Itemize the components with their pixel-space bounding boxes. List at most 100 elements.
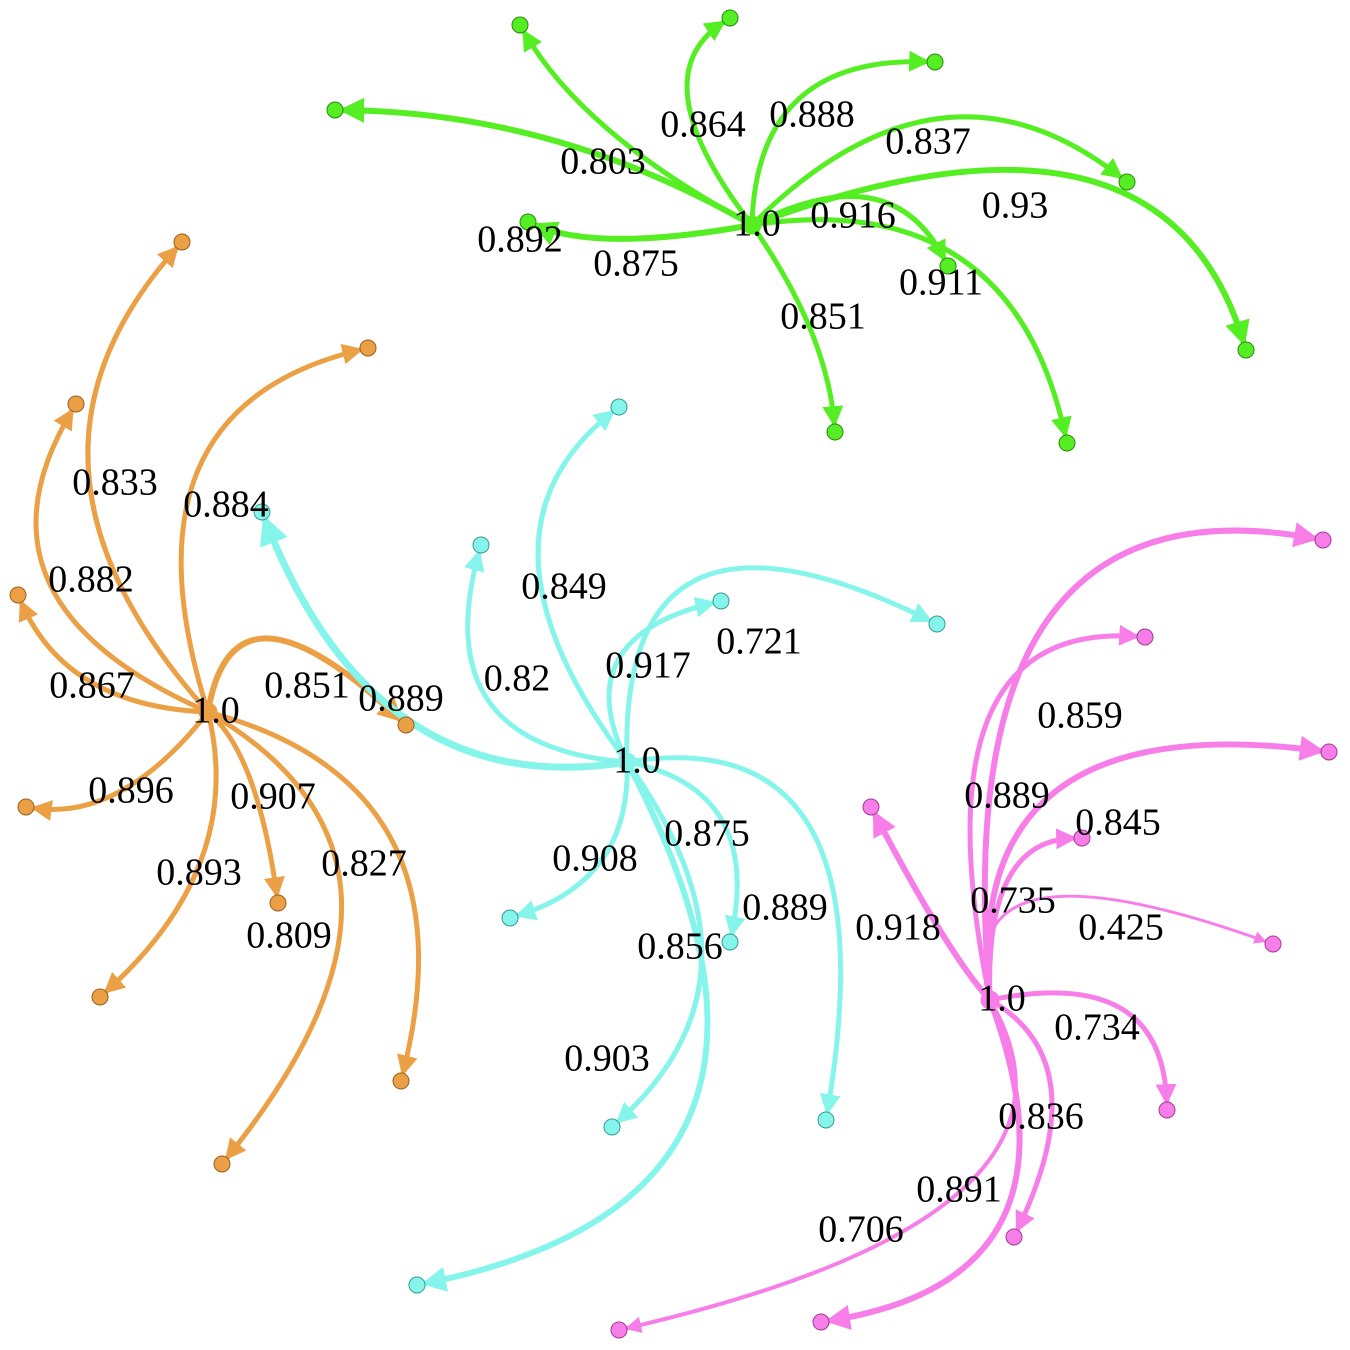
cyan-edge	[535, 409, 630, 765]
cyan-hub-node	[617, 752, 637, 772]
cyan-edge	[514, 759, 630, 921]
pink-edge	[984, 735, 1326, 1003]
cyan-edge-weight-label: 0.917	[605, 645, 691, 687]
cyan-edge	[260, 514, 631, 771]
orange-node	[91, 988, 109, 1006]
green-edge-weight-label: 0.864	[660, 104, 746, 146]
cyan-edge-weight-label: 0.721	[716, 621, 802, 663]
cyan-edge-weight-label: 0.82	[484, 658, 551, 700]
cyan-edge-weight-label: 0.908	[552, 838, 638, 880]
green-edge	[749, 222, 844, 428]
green-node	[519, 213, 537, 231]
green-edge-weight-label: 0.888	[769, 94, 855, 136]
orange-edge	[178, 343, 364, 715]
pink-edge	[824, 997, 1023, 1330]
cyan-node	[610, 398, 628, 416]
orange-node	[213, 1155, 231, 1173]
green-node	[326, 101, 344, 119]
green-node	[826, 423, 844, 441]
orange-edge-weight-label: 0.851	[264, 665, 350, 707]
orange-edge-weight-label: 0.809	[246, 915, 332, 957]
pink-edge-weight-label: 0.836	[998, 1096, 1084, 1138]
pink-node	[1320, 743, 1338, 761]
cyan-edge-weight-label: 0.903	[564, 1038, 650, 1080]
cyan-edge-weight-label: 0.889	[358, 678, 444, 720]
pink-edge	[872, 810, 993, 1003]
orange-edge	[85, 245, 211, 715]
pink-node	[610, 1321, 628, 1339]
orange-node	[67, 395, 85, 413]
orange-hub-node	[198, 702, 218, 722]
pink-node	[1158, 1101, 1176, 1119]
green-hub-node	[742, 215, 762, 235]
orange-edge-weight-label: 0.893	[156, 852, 242, 894]
green-node	[1058, 434, 1076, 452]
orange-edge-weight-label: 0.907	[230, 776, 316, 818]
cyan-node	[817, 1111, 835, 1129]
green-edge	[531, 221, 755, 245]
green-edge	[749, 50, 931, 228]
orange-edge	[205, 709, 285, 899]
orange-node	[397, 716, 415, 734]
pink-edge-weight-label: 0.735	[970, 880, 1056, 922]
pink-hub-label: 1.0	[978, 978, 1026, 1020]
orange-node	[9, 586, 27, 604]
green-edge	[749, 114, 1124, 228]
orange-edge-weight-label: 0.896	[88, 770, 174, 812]
orange-edge-weight-label: 0.833	[72, 462, 158, 504]
pink-node	[1314, 531, 1332, 549]
pink-edge-weight-label: 0.891	[916, 1169, 1002, 1211]
pink-edge	[624, 998, 1018, 1334]
edges-layer	[18, 20, 1326, 1334]
pink-edge-weight-label: 0.918	[855, 907, 941, 949]
cyan-node	[501, 909, 519, 927]
cyan-edge-weight-label: 0.849	[521, 566, 607, 608]
cyan-edge	[606, 596, 717, 765]
cyan-edge	[624, 759, 746, 938]
pink-edge-weight-label: 0.706	[818, 1209, 904, 1251]
green-edge-weight-label: 0.875	[593, 243, 679, 285]
cyan-edge	[624, 755, 844, 1116]
orange-edge	[205, 709, 345, 1161]
green-edge	[749, 217, 1072, 439]
orange-edge	[18, 599, 211, 715]
pink-edge	[981, 522, 1320, 1003]
cyan-node	[472, 536, 490, 554]
cyan-node	[408, 1276, 426, 1294]
pink-node	[812, 1313, 830, 1331]
orange-edge	[205, 635, 404, 723]
orange-edge-weight-label: 0.827	[321, 843, 407, 885]
cyan-edge	[624, 565, 933, 765]
nodes-layer	[9, 9, 1338, 1339]
pink-edge	[987, 828, 1078, 1003]
pink-node	[1136, 628, 1154, 646]
pink-edge-weight-label: 0.889	[964, 775, 1050, 817]
pink-edge	[983, 894, 1267, 1002]
green-node	[511, 16, 529, 34]
pink-edge-weight-label: 0.845	[1075, 802, 1161, 844]
pink-node	[1073, 829, 1091, 847]
cyan-edge	[464, 549, 630, 765]
green-node	[939, 257, 957, 275]
cyan-edge-weight-label: 0.875	[664, 813, 750, 855]
pink-edge-weight-label: 0.734	[1054, 1007, 1140, 1049]
pink-node	[1264, 935, 1282, 953]
cyan-node	[603, 1118, 621, 1136]
green-edge	[749, 166, 1250, 347]
orange-edge	[205, 709, 422, 1077]
green-edge	[749, 194, 947, 262]
cyan-node	[928, 615, 946, 633]
green-edge	[522, 29, 755, 228]
orange-hub-label: 1.0	[192, 690, 240, 732]
pink-edge-weight-label: 0.425	[1078, 907, 1164, 949]
pink-edge	[967, 624, 1141, 1003]
orange-node	[269, 894, 287, 912]
pink-node	[1005, 1228, 1023, 1246]
green-edge-weight-label: 0.803	[560, 141, 646, 183]
green-edge-weight-label: 0.916	[810, 195, 896, 237]
green-hub-label: 1.0	[733, 203, 781, 245]
green-node	[1118, 173, 1136, 191]
cyan-node	[712, 592, 730, 610]
